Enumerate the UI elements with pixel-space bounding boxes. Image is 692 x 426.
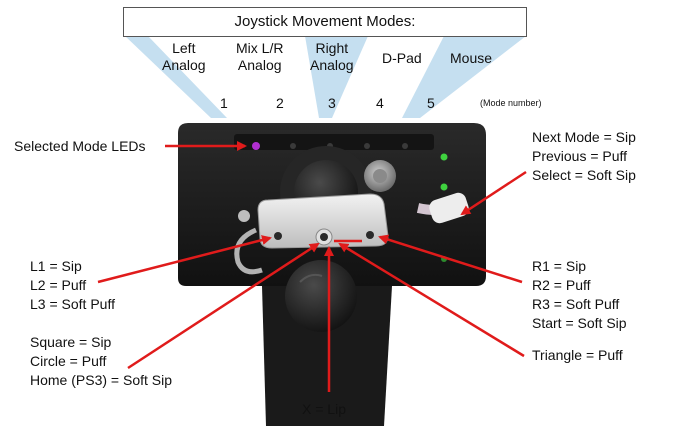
led-mode-1 (252, 142, 260, 150)
left-port-line: L1 = Sip (30, 258, 82, 274)
led-mode-5 (402, 143, 408, 149)
mode-name: D-Pad (382, 50, 422, 66)
arrow-mode-select (460, 170, 527, 216)
device (178, 123, 486, 426)
right-port-line: R1 = Sip (532, 258, 587, 274)
mode-label-2: Mix L/R Analog (236, 40, 283, 74)
mode-select-line: Select = Soft Sip (532, 167, 636, 183)
mode-label-5: Mouse (450, 50, 492, 67)
fan-segment-1 (125, 36, 227, 118)
right-port-line: R3 = Soft Puff (532, 296, 620, 312)
led-mode-4 (364, 143, 370, 149)
mode-label-4: D-Pad (382, 50, 422, 67)
mode-name: Mix L/R Analog (236, 40, 284, 73)
triangle-label: Triangle = Puff (532, 347, 623, 363)
modes-title: Joystick Movement Modes: (123, 7, 527, 37)
arrow-right-port (378, 234, 523, 284)
left-tube (234, 227, 263, 275)
device-stem (262, 286, 392, 426)
right-port-line: Start = Soft Sip (532, 315, 627, 331)
arrow-left-port (97, 235, 272, 284)
lip-sensor (285, 260, 357, 332)
center-port-line: Circle = Puff (30, 353, 107, 369)
mode-label-1: Left Analog (162, 40, 206, 74)
arrow-center-port (127, 242, 320, 370)
right-port (366, 231, 374, 239)
mode-number-2: 2 (276, 95, 284, 111)
fan-segment-3 (305, 36, 368, 118)
mode-name: Mouse (450, 50, 493, 66)
mode-name: Right Analog (310, 40, 354, 73)
mode-number-1: 1 (220, 95, 228, 111)
mode-number-note: (Mode number) (480, 98, 542, 108)
mode-number-5: 5 (427, 95, 435, 111)
mode-number-3: 3 (328, 95, 336, 111)
mode-select-port (429, 192, 469, 224)
center-port-line: Square = Sip (30, 334, 112, 350)
led-green-2 (440, 183, 448, 191)
mode-fan (125, 36, 526, 118)
selected-leds-label: Selected Mode LEDs (14, 138, 146, 154)
mode-name: Left Analog (162, 40, 206, 73)
right-port-labels: R1 = Sip R2 = Puff R3 = Soft Puff Start … (532, 257, 627, 333)
callout-arrows (97, 141, 527, 392)
led-green-1 (440, 153, 448, 161)
led-mode-2 (290, 143, 296, 149)
led-strip (234, 134, 434, 150)
center-port-labels: Square = Sip Circle = Puff Home (PS3) = … (30, 333, 172, 390)
mode-label-3: Right Analog (310, 40, 354, 74)
arrow-triangle (338, 242, 525, 358)
left-port-line: L2 = Puff (30, 277, 87, 293)
center-port-line: Home (PS3) = Soft Sip (30, 372, 173, 388)
mouthpiece-plate (257, 193, 389, 249)
fan-segment-5 (402, 36, 526, 118)
mode-select-line: Next Mode = Sip (532, 129, 636, 145)
left-port-labels: L1 = Sip L2 = Puff L3 = Soft Puff (30, 257, 115, 314)
mode-number-4: 4 (376, 95, 384, 111)
mode-select-labels: Next Mode = Sip Previous = Puff Select =… (532, 128, 636, 185)
lip-label: X = Lip (302, 401, 346, 417)
left-port-line: L3 = Soft Puff (30, 296, 115, 312)
mode-select-line: Previous = Puff (532, 148, 628, 164)
left-port (274, 232, 282, 240)
right-port-line: R2 = Puff (532, 277, 591, 293)
